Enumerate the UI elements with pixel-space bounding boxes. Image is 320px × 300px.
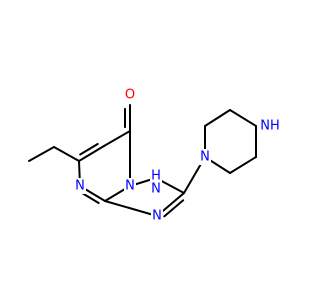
- piperazine-nh-label-background: [259, 118, 281, 134]
- piperazine-n1-label: N: [200, 150, 210, 165]
- triazole-nitrogen-label-background: [151, 208, 163, 224]
- nh-nitrogen-label-background: [150, 168, 162, 184]
- triazole-nitrogen-label: N: [152, 209, 162, 224]
- piperazine-bond-4: [229, 109, 257, 127]
- c6-c5-double-bond-inner: [79, 142, 99, 156]
- piperazine-n1-label-background: [199, 149, 211, 165]
- n4-c8a-bond: [104, 200, 158, 217]
- c2-n4-double-bond-inner: [163, 199, 185, 218]
- carbonyl-oxygen-label-background: [124, 87, 136, 103]
- piperazine-bond-5: [204, 109, 231, 127]
- bonds: [28, 104, 257, 218]
- piperazine-bond-2: [229, 156, 257, 174]
- carbonyl-oxygen-label: O: [125, 88, 135, 103]
- bridgehead-nitrogen-label-background: [124, 178, 136, 194]
- c6-c5-double-bond: [78, 145, 105, 162]
- bridgehead-nitrogen-label: N: [125, 179, 135, 194]
- pyrimidine-nitrogen-label-background: [74, 178, 86, 194]
- nh-nitrogen-label-sub: N: [151, 182, 161, 197]
- n3-c8a-double-bond-inner: [80, 191, 100, 205]
- nh-nitrogen-label-sub-background: [150, 182, 162, 196]
- pyrimidine-nitrogen-label: N: [75, 179, 85, 194]
- c7-c6-bond: [103, 130, 131, 147]
- piperazine-nh-label: NH: [260, 119, 280, 134]
- ethyl-bond-2: [28, 146, 55, 162]
- nh-nitrogen-label: H: [151, 169, 161, 184]
- ethyl-bond-1: [53, 146, 80, 162]
